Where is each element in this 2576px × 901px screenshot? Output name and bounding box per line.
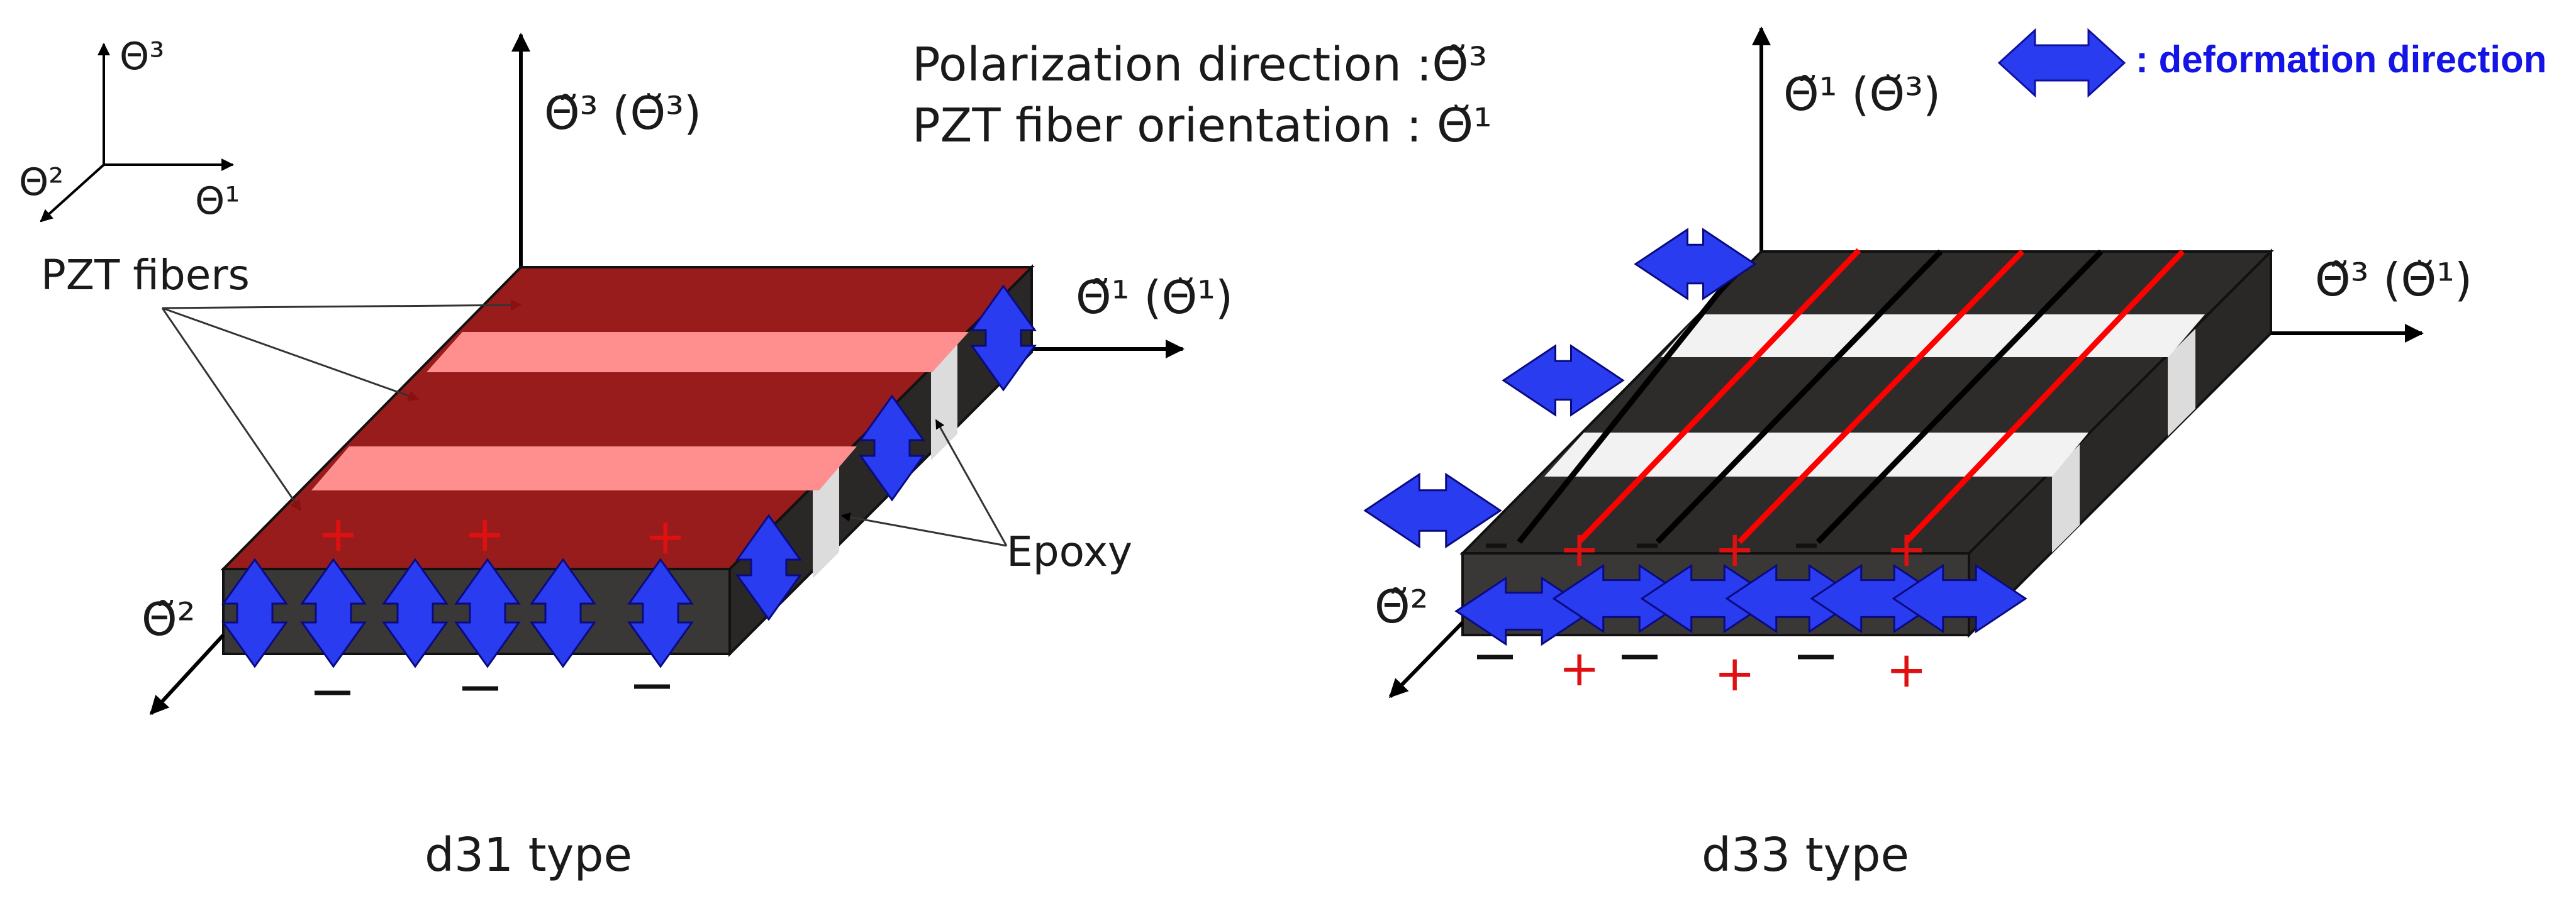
d33-top-plus: + [1559,521,1600,578]
d33-bottom-plus: + [1559,641,1600,697]
deformation-arrow-icon [530,558,596,668]
fiber-orientation-text: PZT fiber orientation : Θ̆¹ [912,99,1492,153]
deformation-arrow-icon [1502,344,1625,417]
d33-bottom-plus: + [1714,646,1755,702]
d33-top-plus: + [1886,521,1927,578]
d31-diagram: Θ̃³ (Θ̆³) Θ̃¹ (Θ̆¹) Θ̃² PZT fibers Epoxy… [41,33,1233,882]
deformation-arrow-icon [1634,228,1757,301]
d31-axis-vertical-label: Θ̃³ (Θ̆³) [544,87,701,140]
d31-caption: d31 type [425,828,632,882]
theta2-label: Θ² [19,160,64,204]
d33-epoxy-stripe [1661,314,2205,357]
d31-pzt-fibers-label: PZT fibers [41,251,250,299]
d33-electrode-negative [1517,257,1748,544]
deformation-arrow-icon [382,558,449,668]
d33-bottom-plus: + [1886,642,1927,699]
deformation-arrow-icon [735,514,802,621]
d31-plus-sign: + [464,506,505,563]
deformation-arrow-icon [970,284,1037,392]
d33-axis-vertical-label: Θ̃¹ (Θ̆³) [1783,68,1941,121]
d31-epoxy-window [931,341,957,460]
theta1-label: Θ¹ [195,179,240,223]
deformation-arrow-icon [627,558,694,668]
reference-axes: Θ³ Θ² Θ¹ [19,35,240,223]
d31-plus-sign: + [318,506,359,563]
d33-top-plus: + [1714,521,1755,578]
d33-epoxy-window [2168,324,2195,436]
deformation-arrow-icon [859,394,925,502]
d31-epoxy-stripe [427,332,969,372]
d33-diagram: Θ̃¹ (Θ̆³) Θ̃³ (Θ̆¹) Θ̃² + + + [1363,26,2472,882]
d33-electrode-positive [1576,248,1861,544]
deformation-arrow-icon [300,558,367,668]
d31-axis-right-label: Θ̃¹ (Θ̆¹) [1076,271,1233,324]
d31-epoxy-label: Epoxy [1006,528,1132,576]
d33-electrode-negative [1655,249,1943,544]
d33-epoxy-stripe [1544,433,2088,477]
d33-electrode-positive [1904,249,2185,544]
d33-caption: d33 type [1702,828,1909,882]
d33-electrode-positive [1737,249,2025,544]
d31-epoxy-stripe [311,446,857,490]
deformation-arrow-icon [454,558,521,668]
deformation-arrow-icon [221,558,288,668]
d33-electrode-negative [1815,249,2104,544]
d33-axis-right-label: Θ̃³ (Θ̆¹) [2315,253,2472,306]
deformation-arrow-icon [1892,563,2027,634]
legend-text: : deformation direction [2136,38,2546,80]
d33-axis-front-label: Θ̃² [1374,580,1429,633]
d31-plus-sign: + [645,509,686,565]
legend: : deformation direction [1997,28,2546,98]
theta3-label: Θ³ [120,35,164,79]
deformation-arrow-icon [1363,472,1502,549]
d33-epoxy-window [2052,440,2080,553]
polarization-direction-text: Polarization direction :Θ̃³ [912,38,1487,92]
d31-axis-front-label: Θ̃² [142,593,196,646]
double-arrow-icon [1997,28,2126,98]
